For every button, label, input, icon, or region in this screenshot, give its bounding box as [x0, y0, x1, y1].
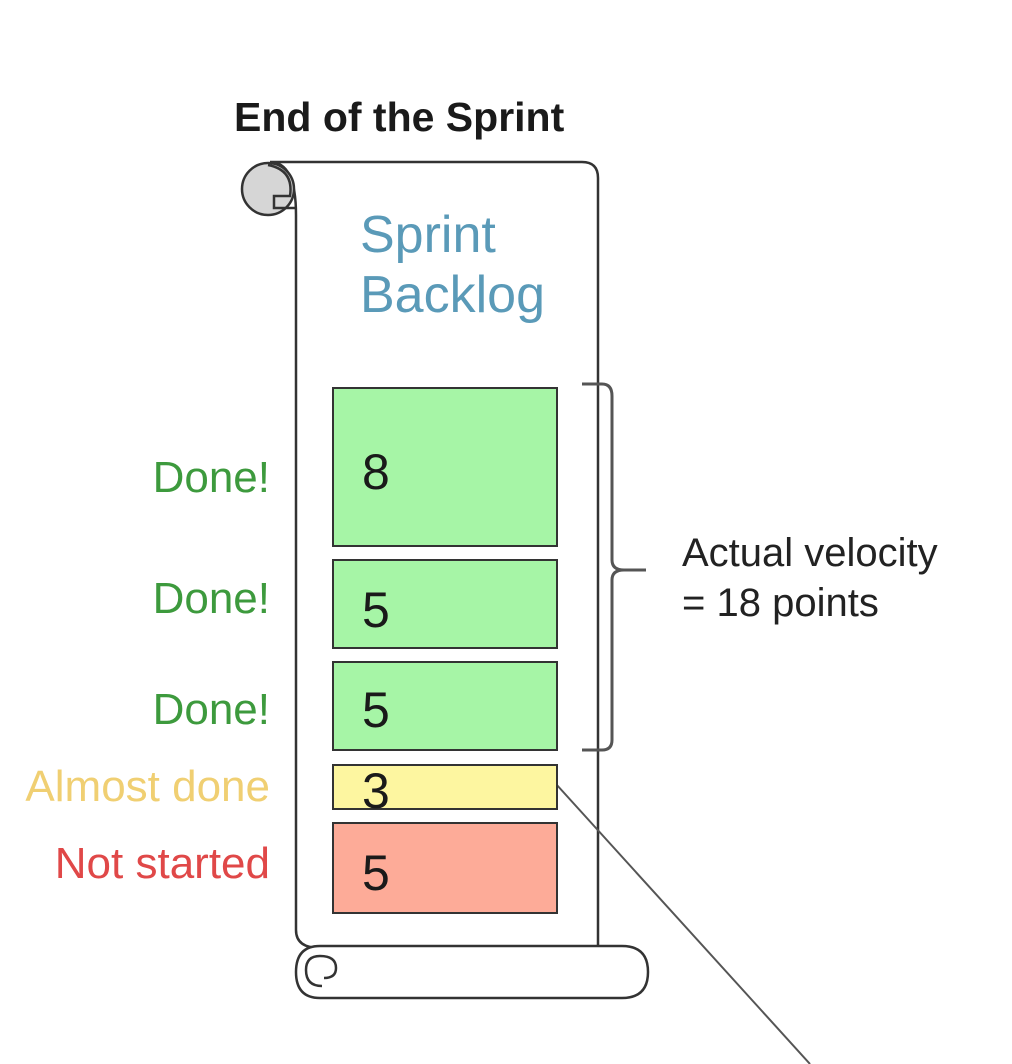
story-points: 5 — [362, 582, 390, 638]
status-label: Done! — [152, 574, 270, 623]
velocity-line1: Actual velocity — [682, 531, 938, 575]
story-points: 5 — [362, 682, 390, 738]
story-item-1: 8 — [332, 387, 558, 547]
scroll-bottom-roll — [294, 944, 650, 1000]
story-points: 3 — [362, 763, 390, 819]
story-points: 8 — [362, 444, 390, 500]
diagram-title: End of the Sprint — [234, 94, 565, 140]
status-label: Done! — [152, 685, 270, 734]
story-item-4: 3 — [332, 764, 558, 816]
status-label: Not started — [54, 839, 270, 888]
scroll-top-curl — [240, 161, 296, 217]
scroll-top-curl-inner — [267, 163, 296, 210]
backlog-heading-line1: Sprint — [360, 206, 496, 264]
status-label: Done! — [152, 453, 270, 502]
velocity-line2: = 18 points — [682, 581, 879, 625]
pointer-line — [555, 783, 811, 1064]
backlog-heading: Sprint Backlog — [360, 205, 545, 325]
status-label: Almost done — [25, 762, 270, 811]
scroll-bottom-curl — [304, 954, 338, 988]
story-item-3: 5 — [332, 661, 558, 751]
story-item-2: 5 — [332, 559, 558, 649]
backlog-heading-line2: Backlog — [360, 266, 545, 324]
velocity-note: Actual velocity = 18 points — [682, 528, 938, 628]
story-points: 5 — [362, 845, 390, 901]
velocity-bracket — [582, 382, 646, 752]
story-item-5: 5 — [332, 822, 558, 914]
